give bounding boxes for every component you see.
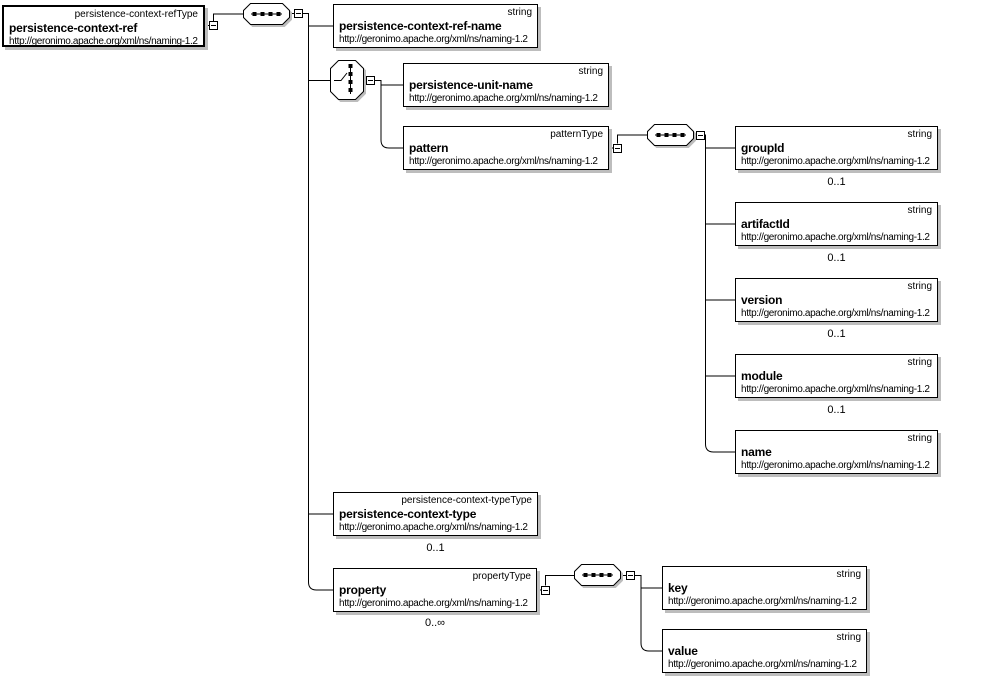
collapse-toggle-property[interactable] [541,585,550,595]
element-module[interactable]: string module http://geronimo.apache.org… [735,354,938,398]
element-name: persistence-context-ref-name [339,19,502,33]
element-type: propertyType [472,571,531,582]
element-name: key [668,581,688,595]
element-type: string [578,66,603,77]
collapse-toggle-sequence[interactable] [294,9,303,18]
element-value[interactable]: string value http://geronimo.apache.org/… [662,629,867,673]
element-type: string [907,433,932,444]
element-namespace: http://geronimo.apache.org/xml/ns/naming… [741,156,930,167]
element-namespace: http://geronimo.apache.org/xml/ns/naming… [339,598,528,609]
element-type: string [836,569,861,580]
sequence-icon [574,564,621,586]
cardinality-label: 0..1 [426,542,445,554]
element-namespace: http://geronimo.apache.org/xml/ns/naming… [339,34,528,45]
element-persistence-unit-name[interactable]: string persistence-unit-name http://gero… [403,63,609,107]
element-name: property [339,583,387,597]
collapse-toggle-root[interactable] [209,21,218,30]
element-name: pattern [409,141,449,155]
cardinality-label: 0..1 [827,404,846,416]
element-type: string [907,205,932,216]
collapse-toggle-property-sequence[interactable] [626,571,635,580]
sequence-icon [243,3,290,25]
element-namespace: http://geronimo.apache.org/xml/ns/naming… [741,232,930,243]
element-persistence-context-ref[interactable]: persistence-context-refType persistence-… [2,5,205,47]
element-version[interactable]: string version http://geronimo.apache.or… [735,278,938,322]
cardinality-label: 0..1 [827,328,846,340]
element-name: groupId [741,141,785,155]
cardinality-label: 0..1 [827,252,846,264]
element-type: persistence-context-typeType [401,495,532,506]
cardinality-label: 0..∞ [424,617,446,629]
element-name: artifactId [741,217,790,231]
element-pattern[interactable]: patternType pattern http://geronimo.apac… [403,126,609,170]
element-property[interactable]: propertyType property http://geronimo.ap… [333,568,537,612]
element-artifactId[interactable]: string artifactId http://geronimo.apache… [735,202,938,246]
element-type: string [907,129,932,140]
element-persistence-context-ref-name[interactable]: string persistence-context-ref-name http… [333,4,538,48]
element-name: module [741,369,783,383]
element-type: string [836,632,861,643]
element-namespace: http://geronimo.apache.org/xml/ns/naming… [741,308,930,319]
element-key[interactable]: string key http://geronimo.apache.org/xm… [662,566,867,610]
element-namespace: http://geronimo.apache.org/xml/ns/naming… [409,93,598,104]
collapse-toggle-choice[interactable] [366,76,375,85]
element-name: persistence-unit-name [409,78,533,92]
collapse-toggle-pattern[interactable] [613,143,622,153]
element-type: string [907,281,932,292]
element-name: persistence-context-type [339,507,477,521]
cardinality-label: 0..1 [827,176,846,188]
element-groupId[interactable]: string groupId http://geronimo.apache.or… [735,126,938,170]
element-name: persistence-context-ref [9,21,138,35]
sequence-icon [647,124,694,146]
element-name: name [741,445,772,459]
element-persistence-context-type[interactable]: persistence-context-typeType persistence… [333,492,538,536]
element-namespace: http://geronimo.apache.org/xml/ns/naming… [9,36,198,47]
element-type: string [507,7,532,18]
choice-icon [330,60,364,100]
collapse-toggle-pattern-sequence[interactable] [696,130,705,140]
element-type: patternType [550,129,603,140]
element-namespace: http://geronimo.apache.org/xml/ns/naming… [409,156,598,167]
element-name: version [741,293,783,307]
element-namespace: http://geronimo.apache.org/xml/ns/naming… [339,522,528,533]
element-namespace: http://geronimo.apache.org/xml/ns/naming… [668,596,857,607]
element-type: persistence-context-refType [74,9,198,20]
element-name: value [668,644,698,658]
element-namespace: http://geronimo.apache.org/xml/ns/naming… [741,460,930,471]
element-name[interactable]: string name http://geronimo.apache.org/x… [735,430,938,474]
element-type: string [907,357,932,368]
element-namespace: http://geronimo.apache.org/xml/ns/naming… [741,384,930,395]
element-namespace: http://geronimo.apache.org/xml/ns/naming… [668,659,857,670]
